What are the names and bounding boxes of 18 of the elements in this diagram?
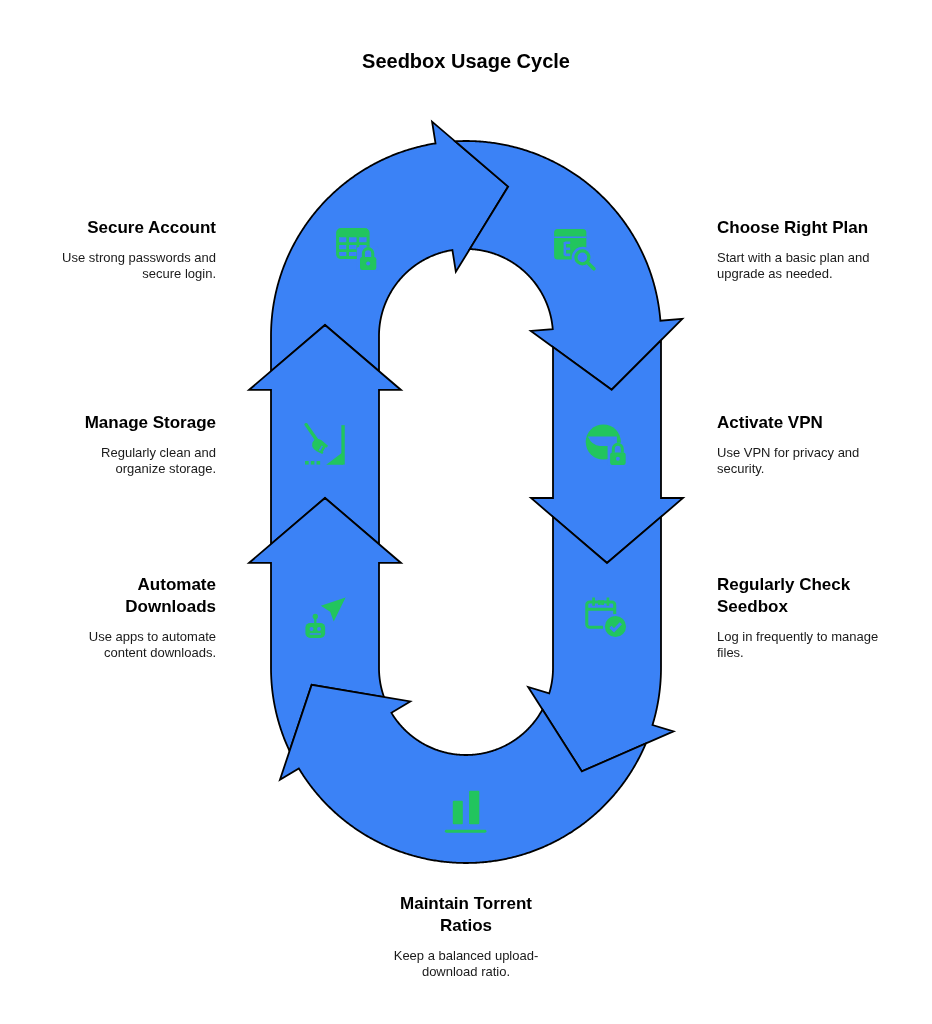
step-description: Regularly clean and organize storage. <box>100 445 216 477</box>
step-description: Keep a balanced upload-download ratio. <box>393 948 539 980</box>
step-description: Use strong passwords and secure login. <box>61 250 216 282</box>
step-description: Log in frequently to manage files. <box>717 629 880 661</box>
diagram-title: Seedbox Usage Cycle <box>362 49 570 74</box>
step-title: Choose Right Plan <box>717 217 870 239</box>
step-description: Use apps to automate content downloads. <box>87 629 216 661</box>
step-description: Use VPN for privacy and security. <box>717 445 861 477</box>
step-description: Start with a basic plan and upgrade as needed. <box>717 250 871 282</box>
step-title: Activate VPN <box>717 412 824 434</box>
step-title: Regularly Check Seedbox <box>717 574 852 618</box>
arrow-segment <box>277 682 648 865</box>
step-title: Automate Downloads <box>124 574 216 618</box>
arrow-segment <box>453 139 685 392</box>
step-title: Maintain Torrent Ratios <box>399 893 533 937</box>
step-title: Secure Account <box>86 217 216 239</box>
step-title: Manage Storage <box>83 412 216 434</box>
arrow-segment <box>247 495 403 754</box>
